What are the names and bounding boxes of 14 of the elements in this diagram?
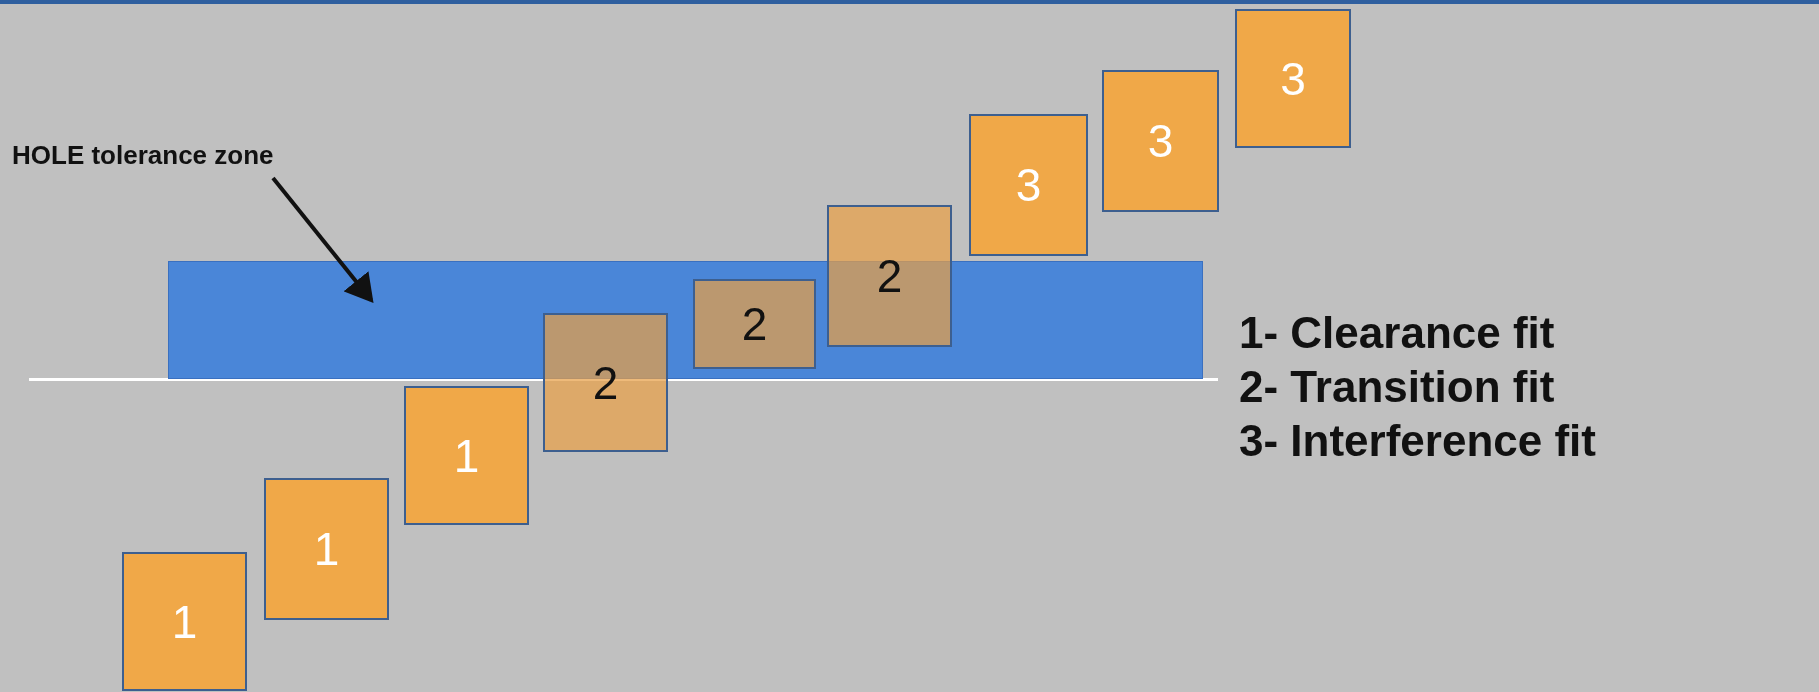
legend-text: 3- Interference fit xyxy=(1239,416,1596,466)
shaft-tolerance-square: 3 xyxy=(1235,9,1351,148)
shaft-tolerance-square: 1 xyxy=(404,386,529,525)
shaft-tolerance-square: 2 xyxy=(543,313,668,452)
shaft-tolerance-square: 3 xyxy=(1102,70,1219,212)
legend-text: 1- Clearance fit xyxy=(1239,308,1555,358)
shaft-tolerance-square: 2 xyxy=(693,279,816,369)
shaft-tolerance-square: 1 xyxy=(264,478,389,620)
leader-arrow xyxy=(271,176,374,304)
callout-label: HOLE tolerance zone xyxy=(12,140,274,171)
shaft-tolerance-square: 3 xyxy=(969,114,1088,256)
legend-text: 2- Transition fit xyxy=(1239,362,1555,412)
shaft-tolerance-square: 2 xyxy=(827,205,952,347)
shaft-tolerance-square: 1 xyxy=(122,552,247,691)
